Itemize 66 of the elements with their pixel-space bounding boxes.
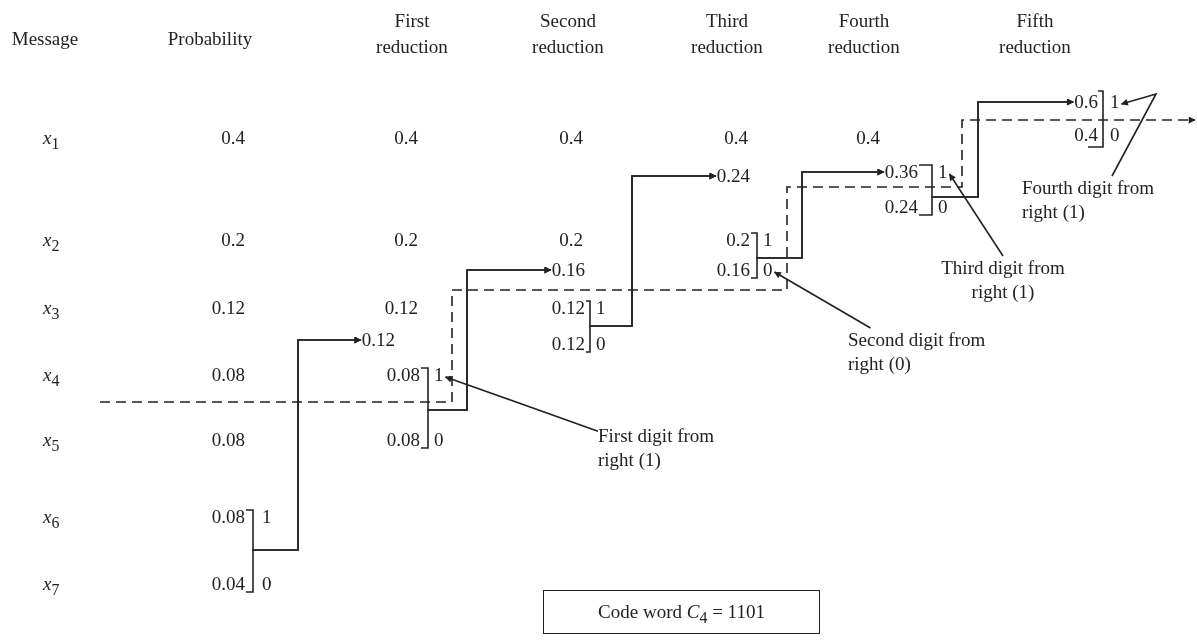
column-header: Third reduction	[690, 9, 764, 59]
merge-arrow	[750, 168, 885, 279]
probability-value: 0.12	[384, 297, 418, 319]
branch-digit: 1	[938, 161, 948, 183]
probability-value: 0.08	[386, 364, 420, 386]
message-symbol: x$_{5}$	[43, 429, 60, 456]
message-symbol: x$_{4}$	[43, 364, 60, 391]
probability-value: 0.2	[726, 229, 750, 251]
probability-value: 0.08	[211, 364, 245, 386]
probability-value: 0.08	[386, 429, 420, 451]
column-header: Message	[10, 27, 80, 51]
merge-arrow	[918, 98, 1075, 216]
branch-digit: 0	[763, 259, 773, 281]
probability-value: 0.24	[884, 196, 918, 218]
column-header: Second reduction	[531, 9, 605, 59]
probability-value: 0.16	[716, 259, 750, 281]
probability-value: 0.12	[551, 333, 585, 355]
leader-arrow	[1111, 92, 1158, 177]
probability-value: 0.12	[551, 297, 585, 319]
probability-value: 0.12	[211, 297, 245, 319]
branch-digit: 0	[262, 573, 272, 595]
branch-digit: 0	[938, 196, 948, 218]
branch-digit: 0	[596, 333, 606, 355]
probability-value: 0.12	[361, 329, 395, 351]
probability-value: 0.6	[1074, 91, 1098, 113]
leader-arrow	[948, 173, 1004, 257]
leader-arrow	[444, 375, 599, 432]
probability-value: 0.16	[551, 259, 585, 281]
column-header: First reduction	[375, 9, 449, 59]
branch-digit: 1	[262, 506, 272, 528]
probability-value: 0.4	[1074, 124, 1098, 146]
probability-value: 0.2	[394, 229, 418, 251]
probability-value: 0.4	[856, 127, 880, 149]
message-symbol: x$_{7}$	[43, 573, 60, 600]
probability-value: 0.2	[221, 229, 245, 251]
merge-arrow	[245, 336, 362, 593]
callout-text: Fourth digit from right (1)	[1022, 176, 1172, 224]
branch-digit: 1	[1110, 91, 1120, 113]
column-header: Fourth reduction	[827, 9, 901, 59]
probability-value: 0.08	[211, 429, 245, 451]
callout-text: Third digit from right (1)	[928, 256, 1078, 304]
branch-digit: 0	[434, 429, 444, 451]
probability-value: 0.4	[221, 127, 245, 149]
probability-value: 0.2	[559, 229, 583, 251]
branch-digit: 1	[434, 364, 444, 386]
branch-digit: 0	[1110, 124, 1120, 146]
branch-digit: 1	[763, 229, 773, 251]
probability-value: 0.36	[884, 161, 918, 183]
probability-value: 0.4	[394, 127, 418, 149]
probability-value: 0.4	[724, 127, 748, 149]
merge-arrow	[420, 266, 552, 449]
callout-text: Second digit from right (0)	[848, 328, 998, 376]
probability-value: 0.4	[559, 127, 583, 149]
probability-value: 0.04	[211, 573, 245, 595]
leader-arrow	[773, 271, 872, 329]
code-word-box: Code word C$_{4}$ = 1101	[543, 590, 820, 634]
column-header: Probability	[166, 27, 254, 51]
callout-text: First digit from right (1)	[598, 424, 738, 472]
probability-value: 0.24	[716, 165, 750, 187]
message-symbol: x$_{3}$	[43, 297, 60, 324]
message-symbol: x$_{6}$	[43, 506, 60, 533]
message-symbol: x$_{2}$	[43, 229, 60, 256]
branch-digit: 1	[596, 297, 606, 319]
probability-value: 0.08	[211, 506, 245, 528]
column-header: Fifth reduction	[998, 9, 1072, 59]
message-symbol: x$_{1}$	[43, 127, 60, 154]
